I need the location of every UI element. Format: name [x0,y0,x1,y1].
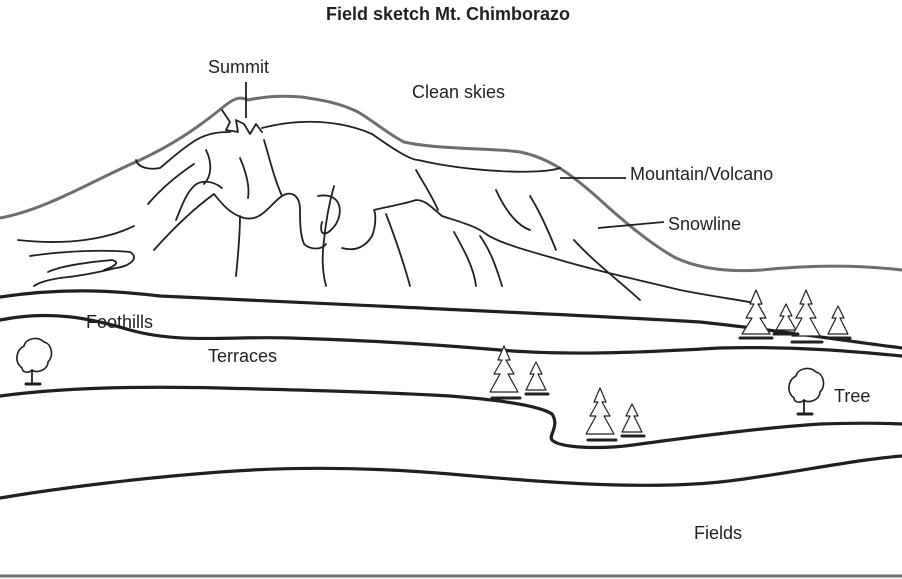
label-fields: Fields [694,523,742,543]
label-summit: Summit [208,57,269,77]
tree-icon [16,337,53,386]
pine-cluster-right [738,289,852,344]
tree-icon [585,387,615,435]
tree-icon [621,403,643,433]
pine-cluster-middle [489,345,550,400]
tree-icon [741,289,771,335]
pine-cluster-lower [585,387,646,442]
label-terraces: Terraces [208,346,277,366]
snow-cap-edge [261,120,561,173]
foothills-lower-line [0,313,902,358]
tree-icon [788,367,825,416]
tree-icon [791,289,821,337]
tree-icon [827,305,849,335]
label-clean-skies: Clean skies [412,82,505,102]
label-snowline: Snowline [668,214,741,234]
tree-icon [525,361,547,391]
mountain-outline [0,94,902,273]
tree-icon [489,345,519,393]
label-foothills: Foothills [86,312,153,332]
label-tree: Tree [834,386,870,406]
snow-gullies [17,131,761,305]
sketch-title: Field sketch Mt. Chimborazo [326,4,570,24]
label-mountain-volcano: Mountain/Volcano [630,164,773,184]
snowline-leader [597,221,665,229]
fields-line [0,454,902,500]
tree-icon [775,303,797,331]
terraces-lower-line [0,385,902,450]
summit-crag [221,109,263,135]
